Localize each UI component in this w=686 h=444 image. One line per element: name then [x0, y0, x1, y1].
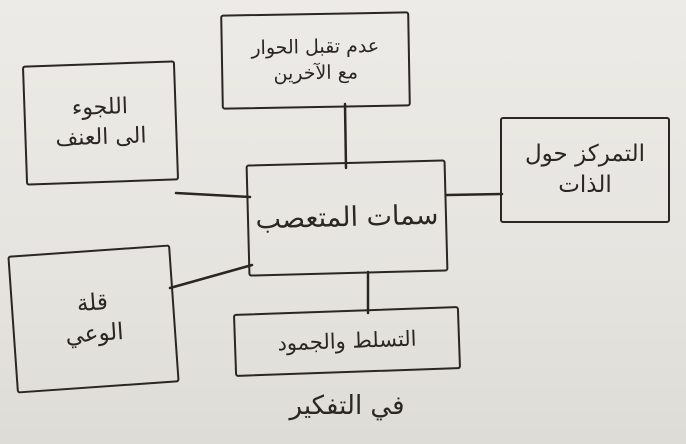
connector-left — [174, 191, 252, 199]
node-bottom-left: قلة الوعي — [7, 244, 180, 394]
node-bottom-left-label: قلة الوعي — [64, 288, 125, 349]
node-bottom-label: التسلط والجمود — [277, 326, 417, 356]
node-top-label: عدم تقبل الحوار مع الآخرين — [251, 34, 380, 85]
node-bottom: التسلط والجمود — [232, 306, 462, 377]
node-right-label: التمركز حول الذات — [524, 140, 646, 198]
connector-top — [343, 102, 348, 170]
center-node-label: سمات المتعصب — [255, 199, 439, 236]
node-bottom-continuation-label: في التفكير — [289, 391, 405, 421]
node-left-label: اللجوء الى العنف — [55, 94, 147, 152]
connector-right — [445, 192, 504, 197]
node-top: عدم تقبل الحوار مع الآخرين — [220, 11, 411, 110]
node-right: التمركز حول الذات — [500, 117, 670, 223]
center-node: سمات المتعصب — [245, 159, 449, 277]
node-bottom-continuation: في التفكير — [234, 378, 460, 434]
connector-bottom-left — [168, 263, 254, 290]
node-left: اللجوء الى العنف — [21, 60, 180, 186]
